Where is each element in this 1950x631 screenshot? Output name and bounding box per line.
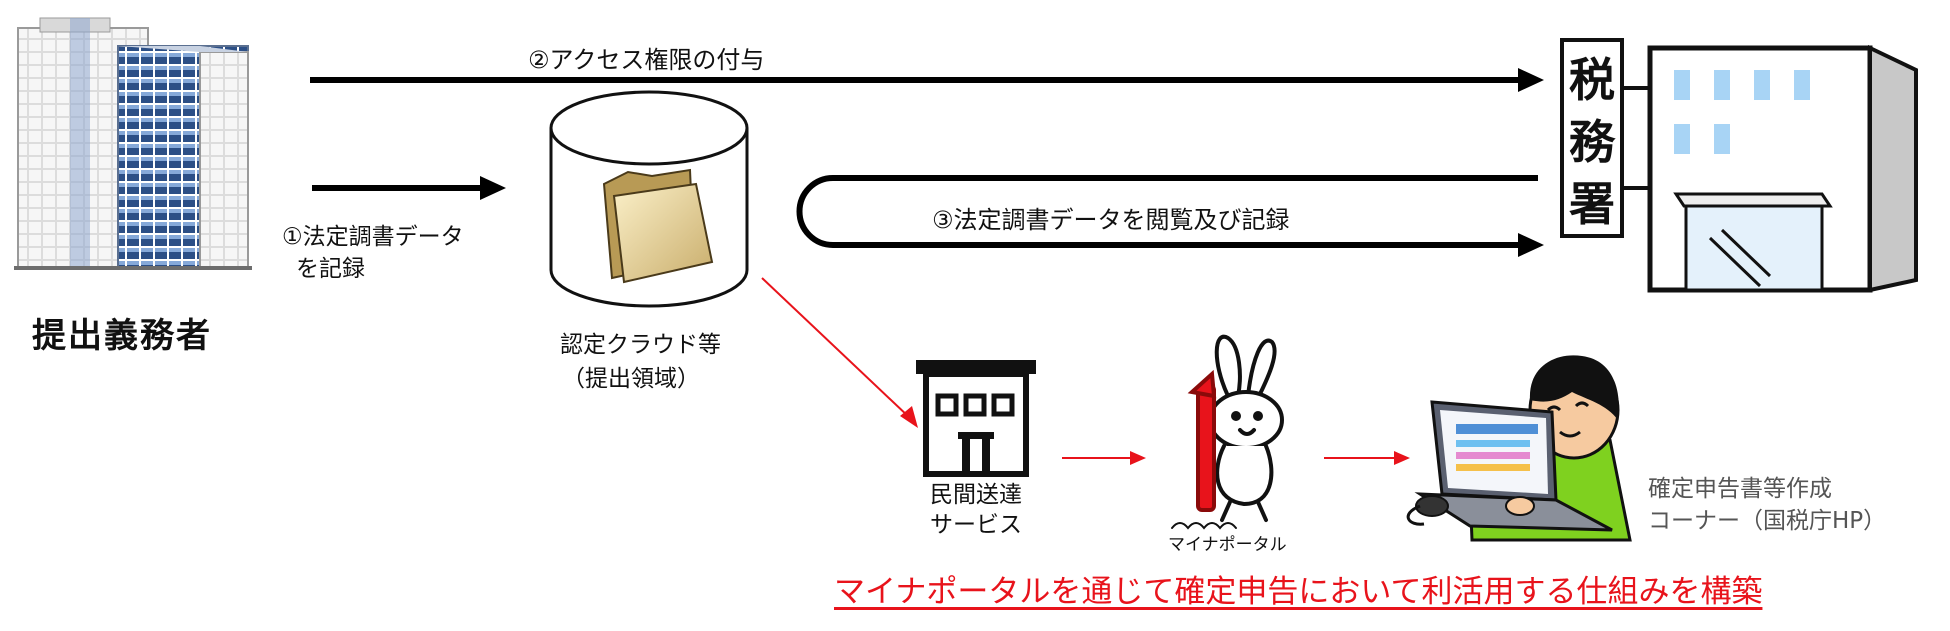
footer-note: マイナポータルを通じて確定申告において利活用する仕組みを構築	[834, 574, 1763, 610]
tax-office-sign-char-1: 税	[1569, 53, 1615, 107]
folder-icon	[602, 168, 714, 284]
step2-label: ②アクセス権限の付与	[528, 46, 765, 74]
private-service-label-line1: 民間送達	[930, 482, 1022, 508]
red-arrow-service-to-mynaportal	[1062, 451, 1146, 465]
nta-corner-label-line1: 確定申告書等作成	[1648, 476, 1832, 502]
arrow-step3	[796, 175, 1544, 257]
tax-office-sign-char-2: 務	[1569, 115, 1615, 169]
red-arrow-cloud-to-service	[761, 277, 918, 428]
private-delivery-service-icon	[916, 360, 1036, 477]
office-building-icon	[14, 17, 252, 270]
step3-label: ③法定調書データを閲覧及び記録	[932, 206, 1290, 234]
private-service-label-line2: サービス	[930, 512, 1022, 538]
step1-label-line2: を記録	[296, 256, 365, 282]
arrow-step1	[312, 176, 506, 200]
mynaportal-mascot-icon	[1171, 334, 1284, 530]
obligor-label: 提出義務者	[32, 316, 212, 356]
arrow-step2	[310, 68, 1544, 92]
step1-label-line1: ①法定調書データ	[282, 224, 464, 250]
tax-office-building-icon	[1560, 38, 1918, 293]
red-arrow-mynaportal-to-corner	[1324, 451, 1410, 465]
cloud-label-line1: 認定クラウド等	[560, 332, 721, 358]
nta-corner-label-line2: コーナー（国税庁HP）	[1648, 508, 1887, 534]
tax-office-sign-char-3: 署	[1569, 177, 1615, 231]
mynaportal-label: マイナポータル	[1168, 535, 1287, 555]
cloud-label-line2: （提出領域）	[562, 366, 700, 392]
person-with-laptop-icon	[1406, 355, 1632, 542]
